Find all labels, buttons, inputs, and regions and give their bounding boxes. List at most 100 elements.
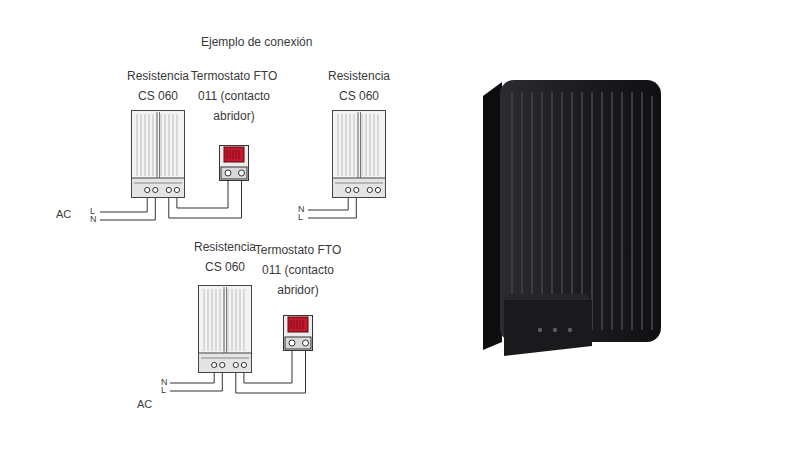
- heater-rib: [366, 114, 367, 176]
- heater-node: Resistencia CS 060: [189, 237, 261, 373]
- heater-outline: [132, 111, 185, 198]
- conductor-label: L: [161, 386, 166, 395]
- dial-grip: [297, 320, 298, 329]
- thermostat-terminals: [285, 337, 311, 349]
- heater-symbol: [332, 110, 386, 198]
- heater-rib: [342, 114, 343, 176]
- heater-label: Resistencia CS 060: [189, 237, 261, 277]
- heater-center-line: [159, 112, 160, 178]
- rib: [591, 92, 593, 330]
- heater-rib: [232, 289, 233, 351]
- heater-node: Resistencia CS 060: [323, 66, 395, 198]
- heater-drawing: [131, 110, 185, 198]
- terminal-strip: [333, 178, 386, 198]
- thermostat-symbol: [219, 145, 249, 181]
- heater-rib: [177, 114, 178, 176]
- thermostat-dial: [224, 147, 244, 162]
- heater-rib: [354, 114, 355, 176]
- wire: [100, 198, 147, 212]
- rib: [641, 92, 643, 330]
- heater-rib: [338, 114, 339, 176]
- wire: [170, 373, 214, 383]
- heater-symbol: [131, 110, 185, 198]
- terminal-screw: [367, 187, 372, 192]
- rib: [631, 92, 633, 330]
- thermostat-label: Termostato FTO 011 (contacto abridor): [186, 66, 283, 126]
- wire: [308, 198, 356, 218]
- terminal-hole: [568, 328, 572, 332]
- heater-rib: [378, 114, 379, 176]
- heater-rib: [208, 289, 209, 351]
- heater-rib: [169, 114, 170, 176]
- heater-label: Resistencia CS 060: [323, 66, 395, 106]
- terminal-screw: [346, 187, 351, 192]
- heater-rib: [236, 289, 237, 351]
- rib: [611, 92, 613, 330]
- dial-grip: [300, 320, 301, 329]
- terminal-strip-line: [335, 183, 383, 184]
- heater-rib: [228, 289, 229, 351]
- thermostat-symbol: [283, 315, 313, 351]
- thermostat-outline: [220, 146, 249, 181]
- terminal-screw: [220, 362, 225, 367]
- heater-drawing: [332, 110, 386, 198]
- heater-rib: [240, 289, 241, 351]
- heater-symbol: [198, 285, 252, 373]
- terminal-screw: [239, 170, 245, 176]
- terminal-screw: [174, 187, 179, 192]
- dial-grip: [294, 320, 295, 329]
- heater-rib: [350, 114, 351, 176]
- heater-rib: [204, 289, 205, 351]
- heater-center-line: [157, 112, 158, 178]
- heater-rib: [161, 114, 162, 176]
- heater-center-line: [224, 287, 225, 353]
- conductor-label: N: [90, 215, 97, 224]
- mounting-foot: [504, 300, 592, 356]
- heater-rib: [141, 114, 142, 176]
- heater-rib: [173, 114, 174, 176]
- dial-grip: [291, 320, 292, 329]
- heater-rib: [165, 114, 166, 176]
- terminal-hole: [538, 328, 542, 332]
- mounting-foot-top: [504, 294, 592, 300]
- terminal-screw: [241, 362, 246, 367]
- dial-grip: [233, 150, 234, 159]
- heater-rib: [370, 114, 371, 176]
- dial-grip: [239, 150, 240, 159]
- supply-label: AC: [137, 399, 152, 410]
- heater-side: [483, 82, 502, 350]
- heater-rib: [362, 114, 363, 176]
- heater-center-line: [226, 287, 227, 353]
- terminal-strip: [132, 178, 185, 198]
- thermostat-label: Termostato FTO 011 (contacto abridor): [250, 240, 347, 300]
- heater-rib: [346, 114, 347, 176]
- heater-center-line: [358, 112, 359, 178]
- rib: [621, 92, 623, 330]
- thermostat-node: Termostato FTO 011 (contacto abridor): [186, 66, 283, 181]
- terminal-screw: [289, 340, 295, 346]
- heater-rib: [374, 114, 375, 176]
- rib: [651, 96, 653, 330]
- heater-rib: [216, 289, 217, 351]
- thermostat-drawing: [283, 315, 313, 351]
- terminal-hole: [553, 328, 557, 332]
- heater-outline: [333, 111, 386, 198]
- heater-label: Resistencia CS 060: [122, 66, 194, 106]
- heater-center-line: [360, 112, 361, 178]
- thermostat-terminals: [221, 167, 247, 179]
- terminal-screw: [233, 362, 238, 367]
- conductor-label: L: [298, 213, 303, 222]
- terminal-screw: [303, 340, 309, 346]
- terminal-screw: [166, 187, 171, 192]
- terminal-screw: [225, 170, 231, 176]
- dial-grip: [236, 150, 237, 159]
- thermostat-dial: [288, 317, 308, 332]
- dial-grip: [230, 150, 231, 159]
- wire: [100, 198, 155, 220]
- dial-grip: [303, 320, 304, 329]
- terminal-strip-line: [201, 358, 249, 359]
